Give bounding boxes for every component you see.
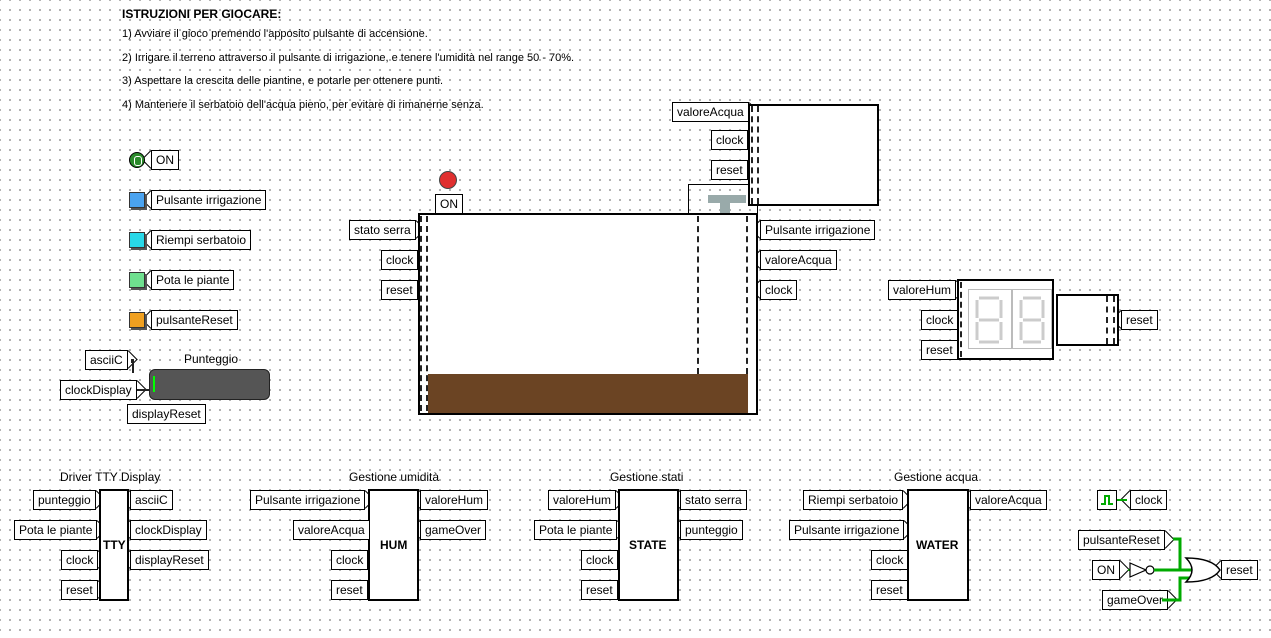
- state-in-clock: clock: [581, 550, 619, 570]
- greenhouse-input-irrigation: Pulsante irrigazione: [760, 220, 876, 240]
- module-title-hum: Gestione umidità: [349, 470, 440, 484]
- control-label-prune: Pota le piante: [151, 270, 235, 290]
- status-led: [439, 171, 457, 189]
- module-label-hum: HUM: [380, 538, 408, 552]
- power-switch-icon[interactable]: [129, 152, 145, 168]
- score-input-asciic: asciiC: [85, 350, 128, 370]
- soil: [428, 374, 748, 413]
- state-in-reset: reset: [581, 580, 618, 600]
- humidity-reset-out: reset: [1121, 310, 1158, 330]
- module-label-water: WATER: [916, 538, 959, 552]
- greenhouse-input-clock: clock: [381, 250, 419, 270]
- module-title-water: Gestione acqua: [894, 470, 979, 484]
- hum-in-irrigation: Pulsante irrigazione: [250, 490, 366, 510]
- tank-input-reset: reset: [711, 160, 748, 180]
- status-led-label: ON: [435, 194, 463, 214]
- hum-in-reset: reset: [331, 580, 368, 600]
- logic-in-on: ON: [1092, 560, 1120, 580]
- tty-in-prune: Pota le piante: [14, 520, 98, 540]
- instruction-line-3: 3) Aspettare la crescita delle piantine,…: [122, 75, 444, 87]
- hum-in-clock: clock: [331, 550, 369, 570]
- greenhouse-input-state: stato serra: [349, 220, 416, 240]
- segment-digit-2: [1012, 289, 1052, 349]
- module-label-tty: TTY: [103, 538, 126, 552]
- prune-button[interactable]: [129, 272, 145, 288]
- clock-source-icon[interactable]: [1097, 490, 1117, 510]
- humidity-input-value: valoreHum: [888, 280, 957, 300]
- instruction-line-1: 1) Avviare il gioco premendo l'apposito …: [122, 28, 428, 40]
- score-title: Punteggio: [184, 352, 239, 366]
- instructions-title: ISTRUZIONI PER GIOCARE:: [122, 7, 282, 21]
- state-out-status: stato serra: [680, 490, 747, 510]
- greenhouse-input-clock-right: clock: [760, 280, 798, 300]
- clock-label: clock: [1130, 490, 1168, 510]
- state-out-score: punteggio: [680, 520, 743, 540]
- control-label-irrigation: Pulsante irrigazione: [151, 190, 267, 210]
- tty-in-clock: clock: [61, 550, 99, 570]
- water-in-irrigation: Pulsante irrigazione: [789, 520, 905, 540]
- water-out-value: valoreAcqua: [970, 490, 1047, 510]
- humidity-input-clock: clock: [921, 310, 959, 330]
- logic-out-reset: reset: [1221, 560, 1258, 580]
- water-in-clock: clock: [871, 550, 909, 570]
- score-tty-display: [149, 369, 270, 400]
- module-state: [618, 489, 679, 601]
- module-hum: [368, 489, 419, 601]
- segment-digit-1: [968, 289, 1012, 349]
- hum-in-water: valoreAcqua: [293, 520, 370, 540]
- control-label-reset: pulsanteReset: [151, 310, 238, 330]
- tty-in-reset: reset: [61, 580, 98, 600]
- reset-button[interactable]: [129, 312, 145, 328]
- score-input-clockdisplay: clockDisplay: [60, 380, 137, 400]
- instruction-line-4: 4) Mantenere il serbatoio dell'acqua pie…: [122, 99, 484, 111]
- tty-in-punteggio: punteggio: [33, 490, 96, 510]
- water-in-fill: Riempi serbatoio: [803, 490, 904, 510]
- instruction-line-2: 2) Irrigare il terreno attraverso il pul…: [122, 52, 575, 64]
- water-tank: [748, 104, 879, 206]
- tty-out-asciic: asciiC: [130, 490, 173, 510]
- logic-in-reset: pulsanteReset: [1078, 530, 1165, 550]
- greenhouse-input-reset: reset: [381, 280, 418, 300]
- greenhouse-input-water: valoreAcqua: [760, 250, 837, 270]
- state-in-hum: valoreHum: [548, 490, 617, 510]
- fill-tank-button[interactable]: [129, 232, 145, 248]
- tty-out-displayreset: displayReset: [130, 550, 209, 570]
- tty-out-clockdisplay: clockDisplay: [130, 520, 207, 540]
- hum-out-value: valoreHum: [420, 490, 489, 510]
- tank-input-water: valoreAcqua: [672, 102, 749, 122]
- module-title-tty: Driver TTY Display: [60, 470, 161, 484]
- state-in-prune: Pota le piante: [534, 520, 618, 540]
- tank-input-clock: clock: [711, 130, 749, 150]
- control-label-fill-tank: Riempi serbatoio: [151, 230, 252, 250]
- humidity-register: [1056, 294, 1119, 346]
- or-gate-circuit: [1128, 537, 1221, 602]
- humidity-input-reset: reset: [921, 340, 958, 360]
- faucet-icon: [708, 195, 746, 203]
- logic-in-gameover: gameOver: [1102, 590, 1169, 610]
- control-label-on: ON: [151, 150, 179, 170]
- module-title-state: Gestione stati: [610, 470, 684, 484]
- irrigation-button[interactable]: [129, 192, 145, 208]
- water-in-reset: reset: [871, 580, 908, 600]
- hum-out-gameover: gameOver: [420, 520, 487, 540]
- module-label-state: STATE: [629, 538, 667, 552]
- module-water: [907, 489, 969, 601]
- module-tty: [99, 489, 129, 601]
- score-input-displayreset: displayReset: [127, 404, 206, 424]
